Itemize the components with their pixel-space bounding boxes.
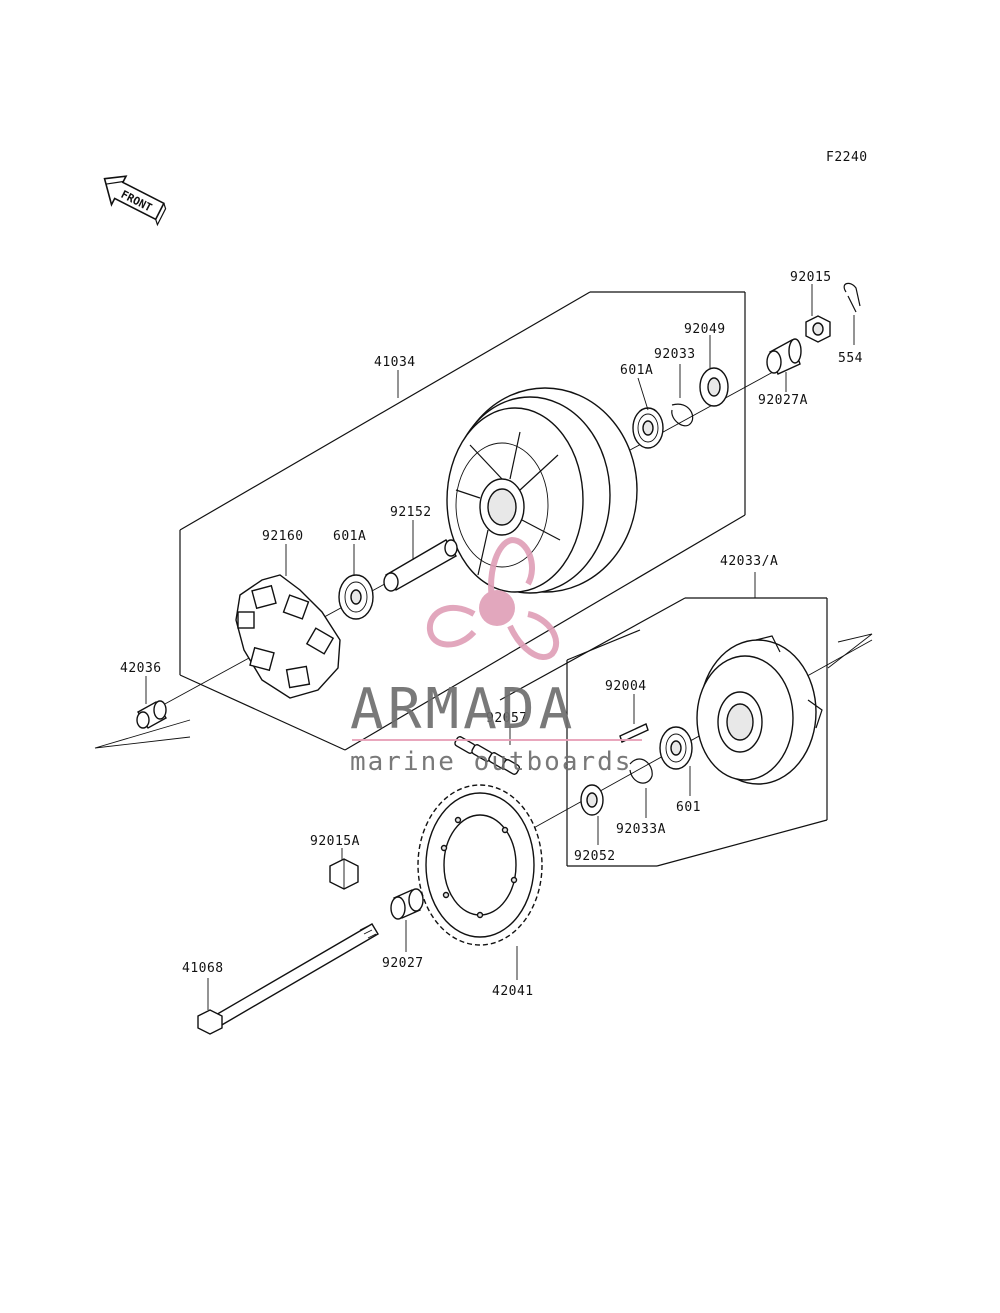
watermark-tagline: marine outboards	[350, 747, 632, 777]
figure-code: F2240	[826, 150, 868, 165]
coupling-hub	[696, 635, 823, 785]
axle-41068	[197, 923, 379, 1035]
label-92015: 92015	[790, 270, 832, 285]
axis-arrow-left	[94, 719, 191, 749]
nut-92015	[805, 315, 831, 343]
circlip-92033a	[629, 758, 653, 784]
label-92049: 92049	[684, 322, 726, 337]
label-42036: 42036	[120, 661, 162, 676]
label-554: 554	[838, 351, 863, 366]
label-41034: 41034	[374, 355, 416, 370]
label-92052: 92052	[574, 849, 616, 864]
bearing-601a-mid	[338, 574, 374, 620]
label-92152: 92152	[390, 505, 432, 520]
label-601a-top: 601A	[620, 363, 653, 378]
label-92033: 92033	[654, 347, 696, 362]
damper-92160	[235, 574, 341, 699]
nut-92015a	[329, 858, 359, 890]
cotter-pin-554	[843, 282, 861, 313]
label-92004: 92004	[605, 679, 647, 694]
label-92027a: 92027A	[758, 393, 808, 408]
armada-logo-watermark: ARMADA marine outboards	[350, 536, 642, 777]
front-arrow-icon: FRONT	[103, 175, 167, 227]
label-92015a: 92015A	[310, 834, 360, 849]
label-92027: 92027	[382, 956, 424, 971]
collar-92027a	[766, 338, 802, 375]
wheel-frame	[179, 291, 746, 751]
label-92160: 92160	[262, 529, 304, 544]
sprocket-42041	[417, 784, 543, 946]
coupling-frame	[499, 572, 828, 867]
seal-92052	[580, 784, 604, 816]
bearing-601a-top	[632, 407, 664, 449]
label-601: 601	[676, 800, 701, 815]
label-92033a: 92033A	[616, 822, 666, 837]
collar-92027	[390, 888, 424, 920]
seal-92049	[699, 367, 729, 407]
collar-42036	[136, 700, 167, 729]
rear-wheel	[446, 387, 638, 594]
label-42033a: 42033/A	[720, 554, 778, 569]
label-92057: 92057	[486, 711, 528, 726]
label-41068: 41068	[182, 961, 224, 976]
watermark-brand: ARMADA	[350, 677, 576, 742]
label-42041: 42041	[492, 984, 534, 999]
bearing-601	[659, 726, 693, 770]
propeller-icon	[426, 536, 560, 661]
circlip-92033	[671, 403, 694, 427]
axis-arrow-right	[827, 633, 873, 669]
propeller-hub	[479, 590, 515, 626]
spacer-92152	[383, 539, 458, 592]
label-601a-mid: 601A	[333, 529, 366, 544]
